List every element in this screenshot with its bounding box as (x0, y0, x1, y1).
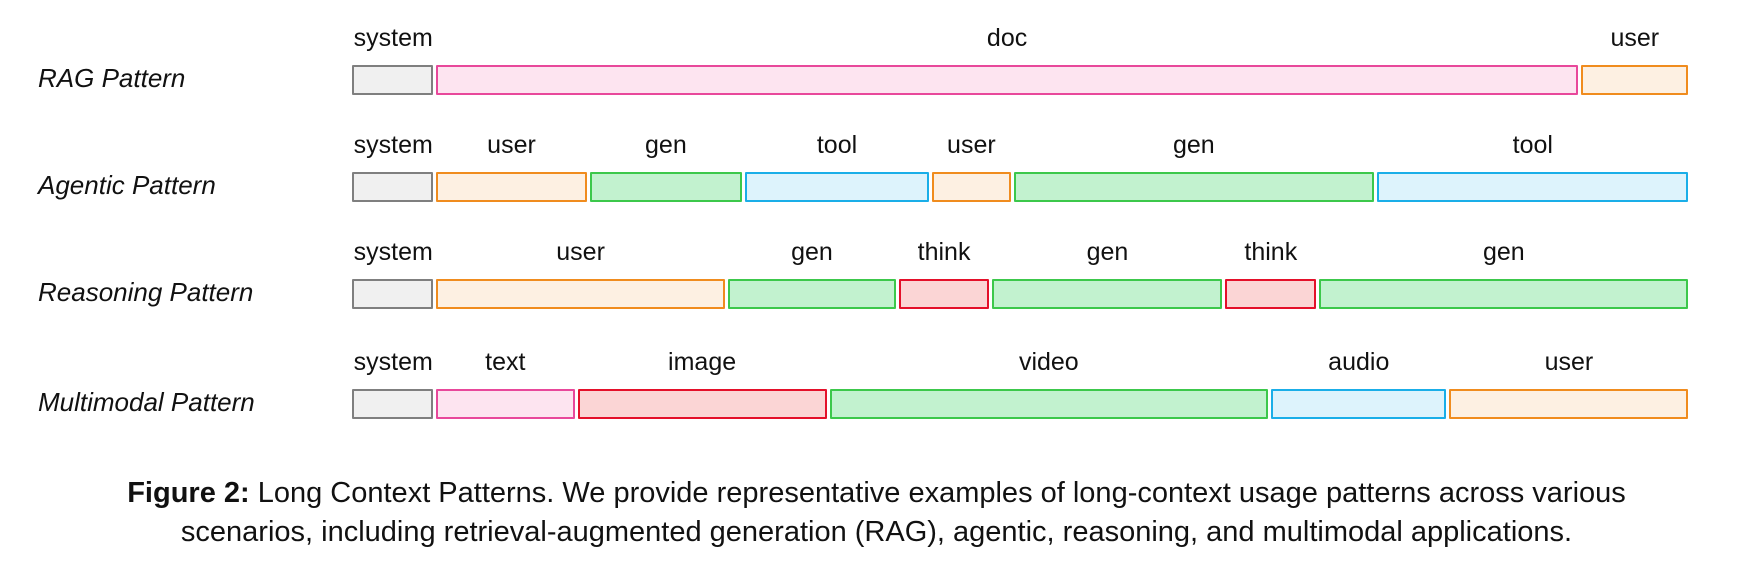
segment-user-box (436, 172, 587, 202)
segment-doc-box (436, 65, 1579, 95)
segment-tool-box (744, 172, 930, 202)
segment-text-label: text (485, 348, 526, 376)
segment-video-box (829, 389, 1269, 419)
segment-system-box (352, 65, 434, 95)
row-label: RAG Pattern (38, 63, 186, 93)
segment-image-box (577, 389, 827, 419)
caption-text: Long Context Patterns. We provide repres… (180, 477, 1626, 548)
segment-system-label: system (353, 24, 433, 52)
segment-gen-label: gen (1086, 238, 1129, 266)
segment-gen-label: gen (1482, 238, 1525, 266)
segment-user-box (932, 172, 1011, 202)
segment-audio-box (1271, 389, 1447, 419)
segment-user-label: user (1610, 24, 1660, 52)
segment-system-label: system (353, 348, 433, 376)
segment-user-label: user (947, 131, 996, 159)
segment-gen-label: gen (791, 238, 833, 266)
segment-gen-label: gen (645, 131, 687, 159)
segment-audio-label: audio (1328, 348, 1390, 376)
segment-tool-label: tool (1512, 131, 1553, 159)
segment-user-label: user (1544, 348, 1594, 376)
segment-system-box (352, 279, 434, 309)
segment-user-box (1581, 65, 1689, 95)
segment-system-label: system (353, 131, 433, 159)
segment-gen-label: gen (1172, 131, 1215, 159)
segment-think-box (898, 279, 990, 309)
segment-gen-box (589, 172, 742, 202)
segment-user-label: user (556, 238, 605, 266)
segment-system-box (352, 389, 434, 419)
segment-gen-box (728, 279, 896, 309)
segment-gen-box (992, 279, 1223, 309)
segment-tool-box (1377, 172, 1689, 202)
segment-text-box (436, 389, 575, 419)
segment-think-box (1225, 279, 1317, 309)
segment-video-label: video (1018, 348, 1079, 376)
row-label: Agentic Pattern (38, 170, 216, 200)
figure-number: Figure 2: (127, 477, 250, 509)
segment-think-label: think (917, 238, 971, 266)
segment-system-box (352, 172, 434, 202)
row-label: Reasoning Pattern (38, 277, 254, 307)
segment-user-label: user (487, 131, 536, 159)
segment-image-label: image (668, 348, 737, 376)
segment-tool-label: tool (816, 131, 858, 159)
segment-gen-box (1319, 279, 1689, 309)
segment-user-box (1449, 389, 1689, 419)
segment-doc-label: doc (986, 24, 1028, 52)
row-label: Multimodal Pattern (38, 387, 255, 417)
figure-caption: Figure 2: Long Context Patterns. We prov… (60, 474, 1693, 552)
segment-gen-box (1013, 172, 1375, 202)
segment-think-label: think (1244, 238, 1298, 266)
segment-user-box (436, 279, 726, 309)
segment-system-label: system (353, 238, 433, 266)
